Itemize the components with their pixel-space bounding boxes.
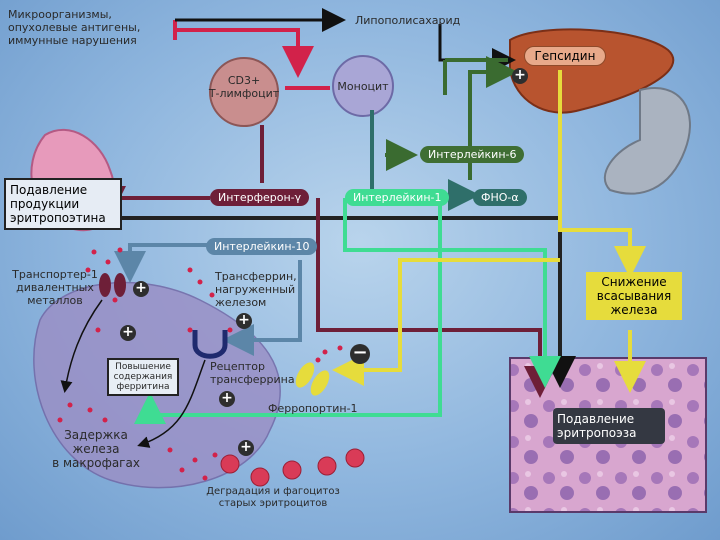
- cd3-tlymphocyte-label: CD3+ Т-лимфоцит: [208, 74, 280, 100]
- plus-icon: +: [133, 281, 149, 297]
- interferon-gamma-badge: Интерферон-γ: [210, 189, 310, 206]
- plus-icon: +: [120, 325, 136, 341]
- erythropoiesis-suppression-box: Подавление эритропоэза: [553, 408, 665, 444]
- transferrin-receptor-label: Рецептор трансферрина: [210, 360, 295, 386]
- iron-absorption-box: Снижение всасывания железа: [586, 272, 682, 320]
- transferrin-label: Трансферрин, нагруженный железом: [215, 270, 297, 309]
- monocyte-label: Моноцит: [337, 80, 389, 93]
- microorganisms-label: Микроорганизмы, опухолевые антигены, имм…: [8, 8, 141, 47]
- interleukin-6-badge: Интерлейкин-6: [420, 146, 525, 163]
- minus-icon: −: [350, 344, 370, 364]
- interleukin-1-badge: Интерлейкин-1: [345, 189, 450, 206]
- ferritin-increase-box: Повышение содержания ферритина: [107, 358, 179, 396]
- epo-suppression-box: Подавление продукции эритропоэтина: [4, 178, 122, 230]
- plus-icon: +: [238, 440, 254, 456]
- dmt1-label: Транспортер-1 дивалентных металлов: [12, 268, 98, 307]
- ferroportin-label: Ферропортин-1: [268, 402, 358, 415]
- interleukin-10-badge: Интерлейкин-10: [206, 238, 318, 255]
- plus-icon: +: [219, 391, 235, 407]
- tnf-alpha-badge: ФНО-α: [473, 189, 527, 206]
- lipopolysaccharide-label: Липополисахарид: [355, 14, 461, 27]
- plus-icon: +: [236, 313, 252, 329]
- erythrocyte-degradation-label: Деградация и фагоцитоз старых эритроцито…: [206, 486, 340, 509]
- hepcidin-label: Гепсидин: [524, 46, 606, 66]
- iron-retention-label: Задержка железа в макрофагах: [52, 428, 140, 470]
- plus-icon: +: [512, 68, 528, 84]
